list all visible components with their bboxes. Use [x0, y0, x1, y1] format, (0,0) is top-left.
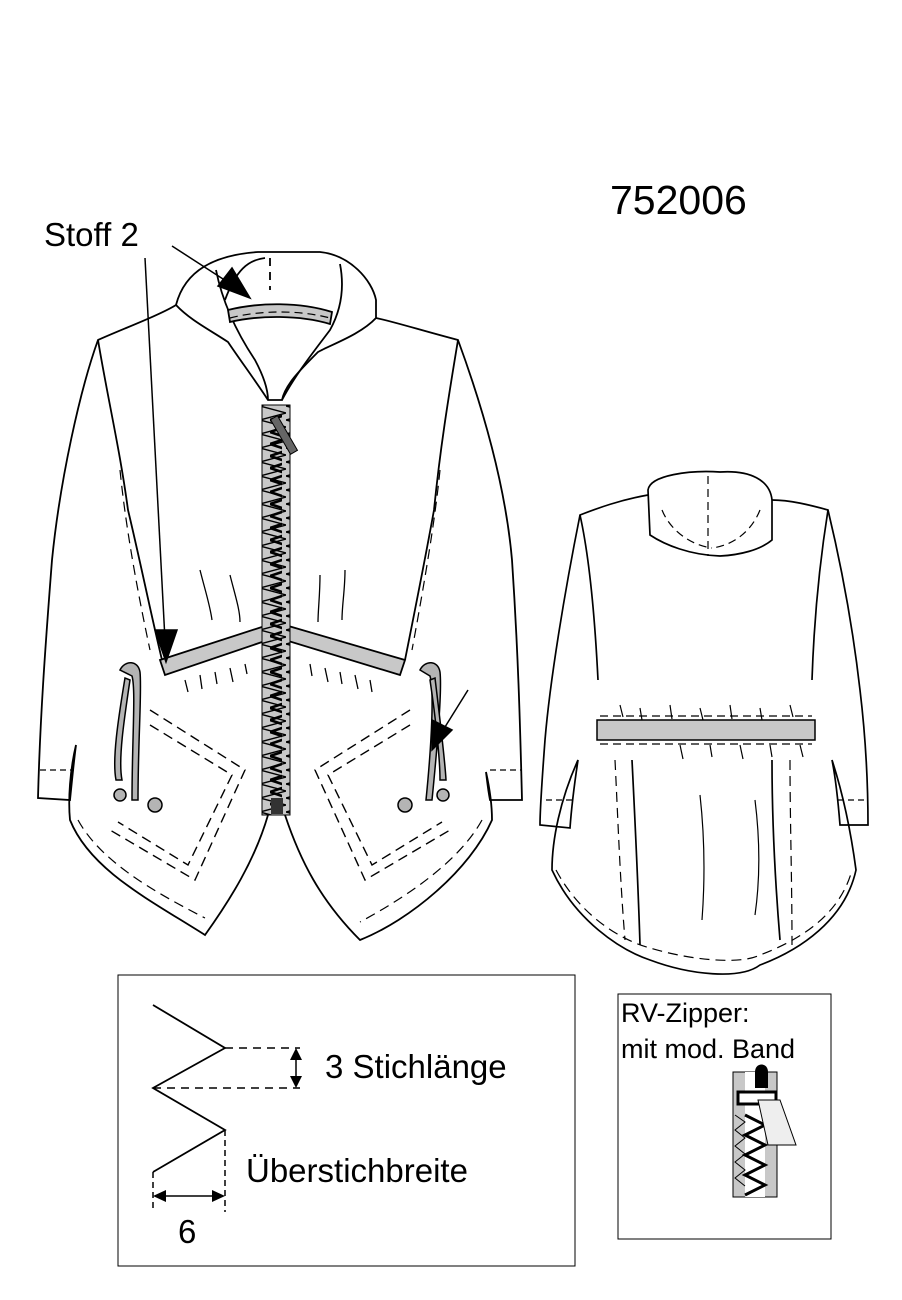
zipper-title: RV-Zipper:: [621, 998, 750, 1028]
overlock-width-label: Überstichbreite: [246, 1152, 468, 1189]
body-left-outline: [37, 304, 269, 937]
sleeve-left-inner: [97, 339, 163, 661]
stitch-length-label: 3 Stichlänge: [325, 1050, 507, 1083]
stitch-length-text: Stichlänge: [352, 1048, 507, 1085]
hood-inner-right: [281, 263, 343, 401]
sleeve-right-seam: [411, 469, 441, 651]
back-panel-seam-right: [789, 759, 793, 946]
back-right-sleeve: [811, 509, 829, 681]
drawstrings: [113, 662, 450, 813]
pocket-right: [314, 709, 451, 881]
front-view: [37, 251, 523, 942]
back-panel-seam-left: [614, 759, 626, 941]
pointer-arrows: [144, 245, 469, 752]
front-zipper: [261, 404, 299, 816]
back-waist-band: [596, 719, 816, 741]
stitch-legend: [117, 974, 576, 1267]
arrow-head-waist: [153, 629, 179, 665]
body-right-outline: [284, 317, 523, 942]
fabric-label: Stoff 2: [44, 216, 139, 253]
hood-outline: [175, 251, 377, 401]
hood-inner-left: [215, 269, 269, 401]
waist-band-right: [284, 623, 407, 677]
sleeve-right-inner: [404, 339, 459, 661]
stitch-length-value: 3: [325, 1048, 344, 1085]
sleeve-left-seam: [119, 469, 151, 651]
arrow-head-drawstring: [431, 718, 454, 752]
stitch-legend-frame: [117, 974, 576, 1267]
arrow-head-hood: [216, 266, 252, 300]
zipper-detail: [617, 993, 832, 1240]
overlock-width-value: 6: [178, 1213, 197, 1250]
zipper-detail-frame: [617, 993, 832, 1240]
hood-fold-left: [224, 257, 266, 301]
back-left-sleeve: [579, 514, 599, 681]
zipper-stopper: [271, 798, 283, 814]
back-view: [539, 470, 869, 975]
pocket-left: [109, 709, 246, 881]
model-number: 752006: [610, 177, 747, 223]
hood-band: [226, 303, 334, 326]
zipper-subtitle: mit mod. Band: [621, 1034, 796, 1064]
zipper-pull: [269, 414, 299, 456]
back-hood: [647, 470, 773, 557]
zipper-detail-pull: [757, 1099, 797, 1146]
zipper-detail-teeth: [741, 1113, 769, 1197]
back-body: [539, 494, 869, 975]
